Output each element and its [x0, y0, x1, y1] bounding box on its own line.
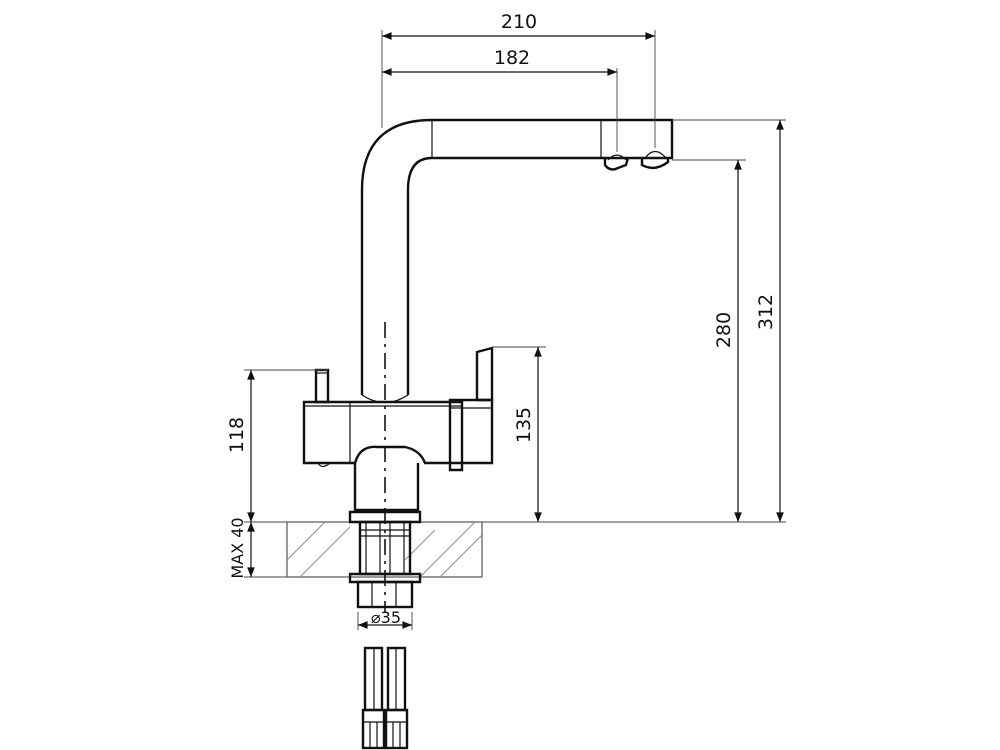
- dim-label-280: 280: [713, 312, 735, 348]
- dim-label-210: 210: [501, 11, 537, 33]
- dim-label-312: 312: [755, 294, 777, 330]
- dim-label-diameter-35: ⌀35: [371, 608, 401, 627]
- dim-label-max-40: MAX 40: [228, 517, 247, 578]
- dim-label-118: 118: [226, 417, 248, 453]
- faucet-outline: [302, 118, 674, 750]
- dim-label-182: 182: [494, 47, 530, 69]
- dim-label-135: 135: [513, 407, 535, 443]
- dimension-lines: [244, 30, 786, 630]
